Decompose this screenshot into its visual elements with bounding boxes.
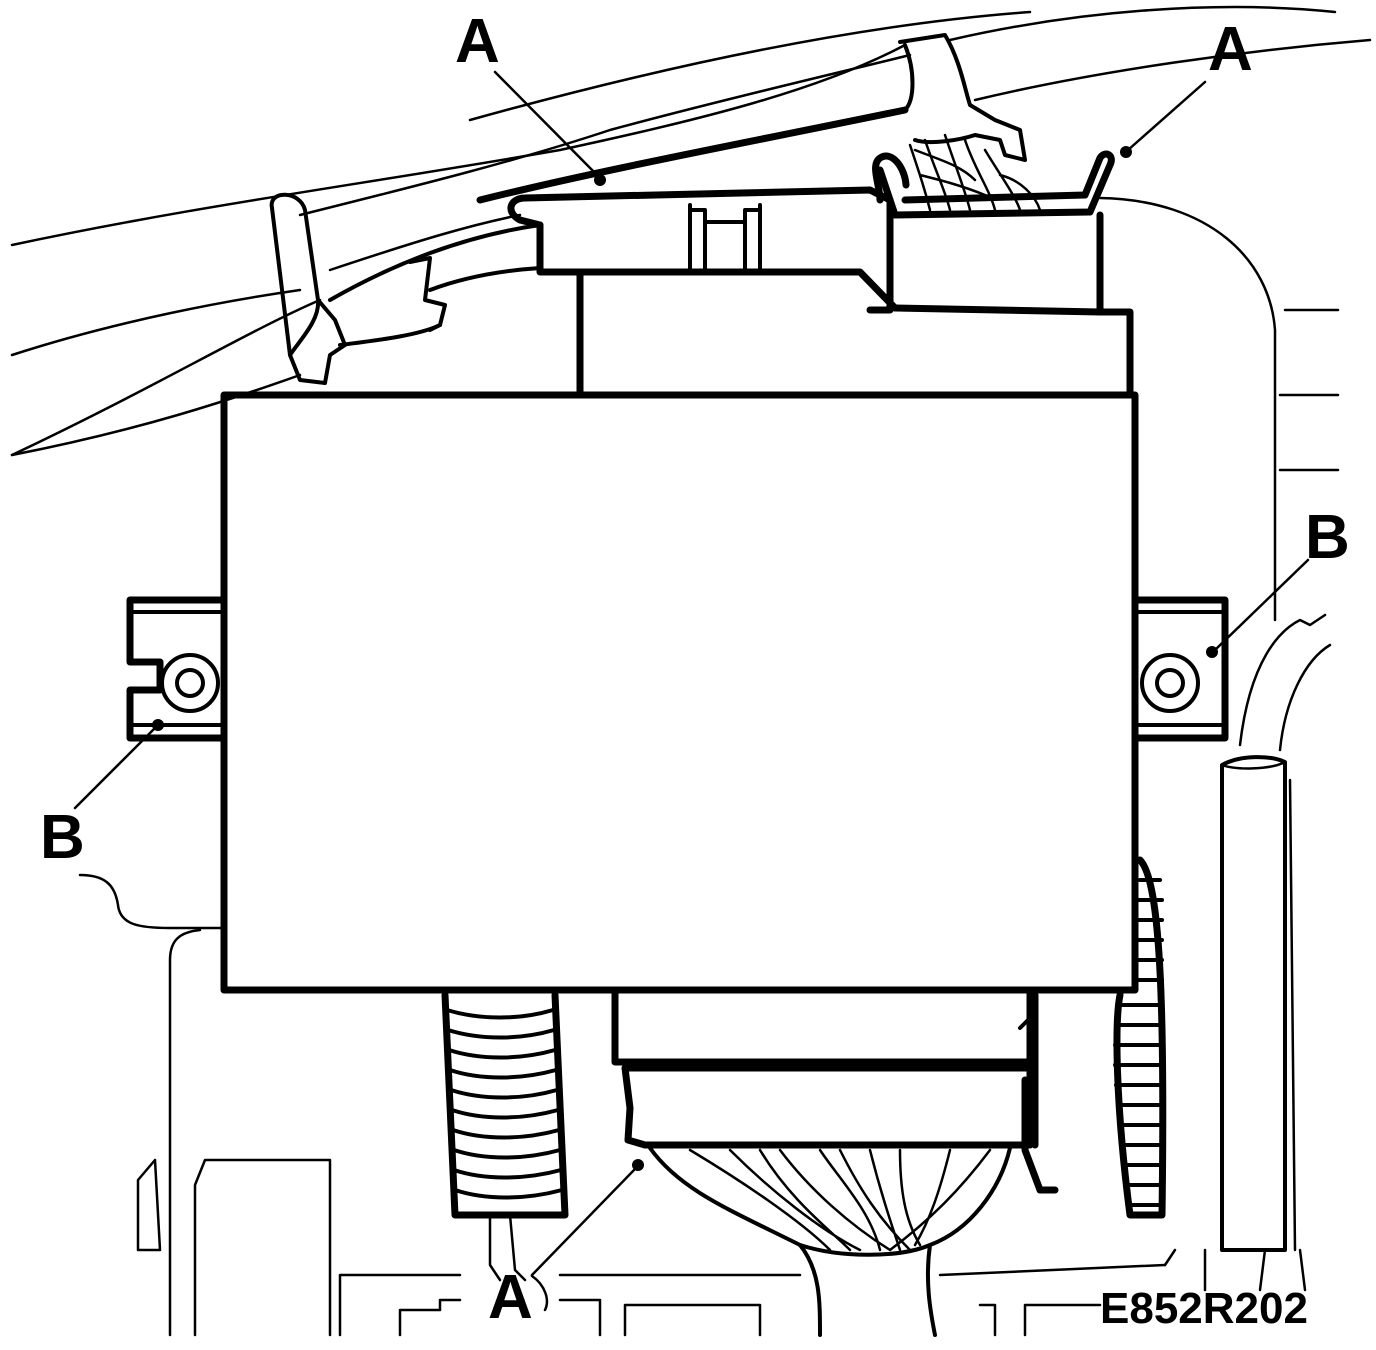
callout-letter: B bbox=[40, 803, 85, 872]
callout-letter: A bbox=[1208, 15, 1253, 84]
leader-dot bbox=[152, 719, 164, 731]
callout-a-top-left: A bbox=[455, 7, 606, 186]
callout-a-top-right: A bbox=[1120, 15, 1253, 158]
leader-dot bbox=[594, 174, 606, 186]
left-corrugated-conduit bbox=[441, 991, 569, 1282]
callout-b-right: B bbox=[1206, 503, 1350, 658]
callout-b-left: B bbox=[40, 719, 164, 872]
bottom-connector bbox=[611, 986, 1059, 1337]
right-side-cables bbox=[1163, 613, 1332, 1292]
leader-dot bbox=[632, 1159, 644, 1171]
module-housing bbox=[126, 391, 1229, 994]
leader-dot bbox=[1120, 146, 1132, 158]
callout-letter: A bbox=[455, 7, 500, 76]
right-corrugated-conduit bbox=[1113, 856, 1167, 1219]
figure-reference-code: E852R202 bbox=[1100, 1284, 1308, 1333]
callout-letter: B bbox=[1305, 503, 1350, 572]
callout-a-bottom: A bbox=[488, 1159, 644, 1332]
lower-chassis bbox=[78, 873, 1167, 1337]
upper-wiring-harness bbox=[10, 5, 1372, 457]
top-connector-left bbox=[507, 152, 910, 399]
callout-letter: A bbox=[488, 1263, 533, 1332]
top-connector-right bbox=[876, 133, 1340, 622]
leader-dot bbox=[1206, 646, 1218, 658]
